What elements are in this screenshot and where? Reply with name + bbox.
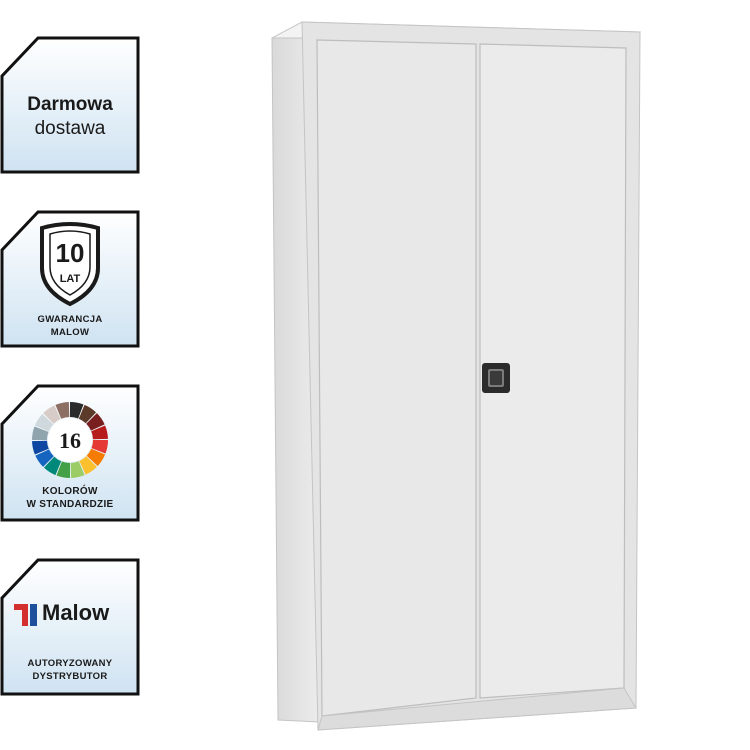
badge-frame xyxy=(0,558,140,696)
shield-icon xyxy=(40,222,100,307)
badge-frame: 16 xyxy=(0,384,140,522)
color-swatch xyxy=(32,440,49,455)
color-swatch xyxy=(43,405,61,424)
color-swatch xyxy=(78,404,97,424)
badge-colors-line1: KOLORÓW xyxy=(42,486,98,497)
color-swatch xyxy=(43,456,62,476)
color-swatch xyxy=(70,461,85,478)
free-delivery-badge: Darmowa dostawa xyxy=(0,36,140,174)
colors-badge: 16 KOLORÓW W STANDARDZIE xyxy=(0,384,140,522)
badge-frame xyxy=(0,36,140,174)
color-swatch xyxy=(91,440,108,454)
malow-logo-icon xyxy=(14,604,37,626)
badge-colors-line2: W STANDARDZIE xyxy=(26,499,114,510)
warranty-unit: LAT xyxy=(60,273,81,285)
warranty-badge: 10 LAT GWARANCJA MALOW xyxy=(0,210,140,348)
color-swatch xyxy=(34,413,54,432)
colors-number: 16 xyxy=(59,428,81,453)
badge-warranty-line2: MALOW xyxy=(50,327,90,338)
color-swatch xyxy=(91,425,108,440)
color-swatch xyxy=(70,402,84,419)
badge-warranty-line1: GWARANCJA xyxy=(37,314,103,325)
color-swatch xyxy=(86,448,106,467)
color-swatch xyxy=(56,461,70,478)
badge-frame: 10 LAT xyxy=(0,210,140,348)
color-swatch xyxy=(79,456,97,475)
badge-distributor-line1: AUTORYZOWANY xyxy=(27,658,113,669)
color-swatch xyxy=(32,426,49,440)
color-swatch xyxy=(55,402,70,419)
distributor-badge: Malow AUTORYZOWANY DYSTRYBUTOR xyxy=(0,558,140,696)
badge-delivery-line2: dostawa xyxy=(34,118,106,139)
color-swatch xyxy=(35,449,54,467)
badge-distributor-line2: DYSTRYBUTOR xyxy=(32,671,108,682)
brand-name: Malow xyxy=(42,600,110,625)
warranty-number: 10 xyxy=(56,238,85,268)
door-handle-icon xyxy=(482,363,510,393)
color-wheel-icon xyxy=(32,402,108,478)
badge-delivery-line1: Darmowa xyxy=(27,94,113,115)
color-swatch xyxy=(86,413,105,431)
